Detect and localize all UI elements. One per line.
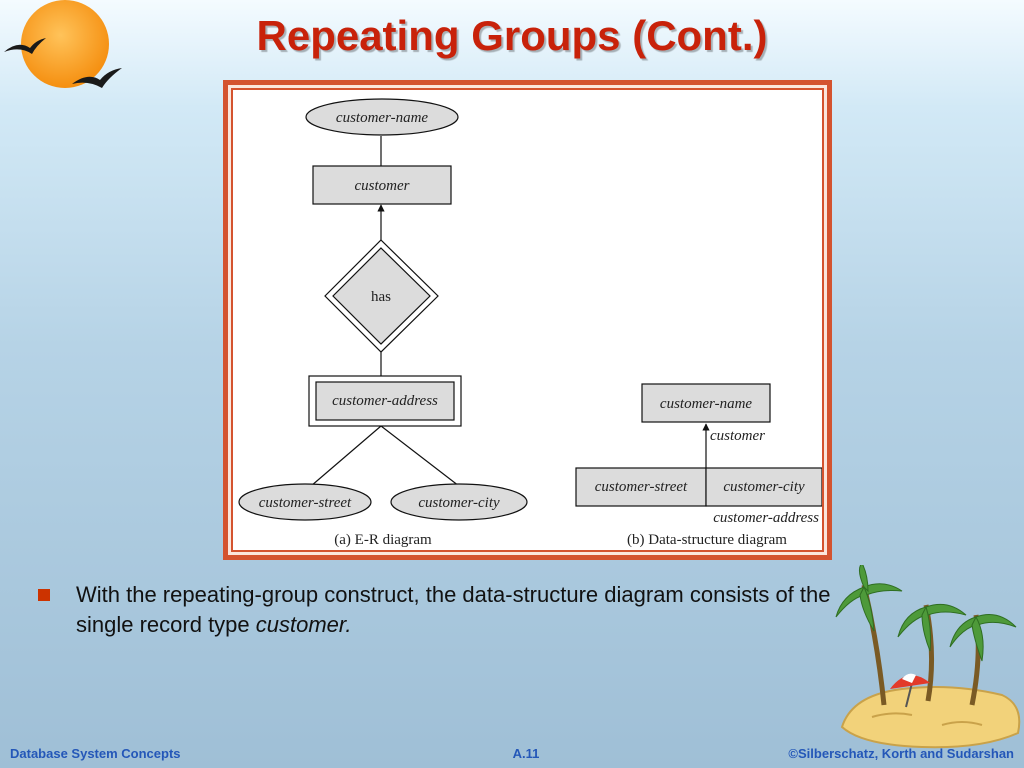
- footer-page-number: A.11: [512, 746, 540, 761]
- er-weak-entity-label: customer-address: [332, 393, 438, 409]
- ds-field-customer-street: [575, 467, 707, 507]
- sun-icon: [4, 0, 122, 88]
- palm-island-icon: [835, 565, 1021, 749]
- er-weak-entity-customer-address: [315, 381, 455, 421]
- figure-frame: customer-name customer has customer-addr…: [223, 80, 832, 560]
- er-relationship-has: [332, 247, 431, 345]
- ds-link-label: customer: [710, 428, 765, 444]
- bird-icon: [72, 68, 122, 88]
- er-attribute-customer-name: [305, 98, 459, 136]
- er-attribute-customer-name-label: customer-name: [336, 110, 429, 126]
- ds-field-customer-street-label: customer-street: [595, 479, 688, 495]
- er-entity-customer: [312, 165, 452, 205]
- er-attribute-customer-street-label: customer-street: [259, 495, 352, 511]
- er-attribute-customer-city: [390, 483, 528, 521]
- ds-field-customer-city-label: customer-city: [723, 479, 805, 495]
- bullet-text: With the repeating-group construct, the …: [76, 580, 876, 640]
- bullet-text-italic: customer.: [255, 612, 352, 637]
- slide-title: Repeating Groups (Cont.): [256, 12, 768, 59]
- beach-umbrella-icon: [890, 673, 930, 708]
- ds-record-customer-name: [641, 383, 771, 423]
- ds-field-customer-city: [705, 467, 822, 507]
- footer-copyright: ©Silberschatz, Korth and Sudarshan: [788, 746, 1014, 761]
- er-ds-diagram: customer-name customer has customer-addr…: [238, 98, 822, 548]
- bullet-square-icon: [38, 589, 50, 601]
- ds-caption: (b) Data-structure diagram: [627, 532, 787, 548]
- footer-course: Database System Concepts: [10, 746, 181, 761]
- figure-canvas: customer-name customer has customer-addr…: [233, 90, 822, 550]
- er-entity-customer-label: customer: [355, 178, 410, 194]
- er-caption: (a) E-R diagram: [334, 532, 432, 548]
- er-relationship-has-label: has: [371, 289, 391, 305]
- bird-icon: [4, 38, 46, 54]
- er-attribute-customer-street: [238, 483, 372, 521]
- ds-record-customer-name-label: customer-name: [660, 396, 753, 412]
- er-attribute-customer-city-label: customer-city: [418, 495, 500, 511]
- ds-record-label: customer-address: [713, 510, 819, 526]
- bullet-text-plain: With the repeating-group construct, the …: [76, 582, 831, 637]
